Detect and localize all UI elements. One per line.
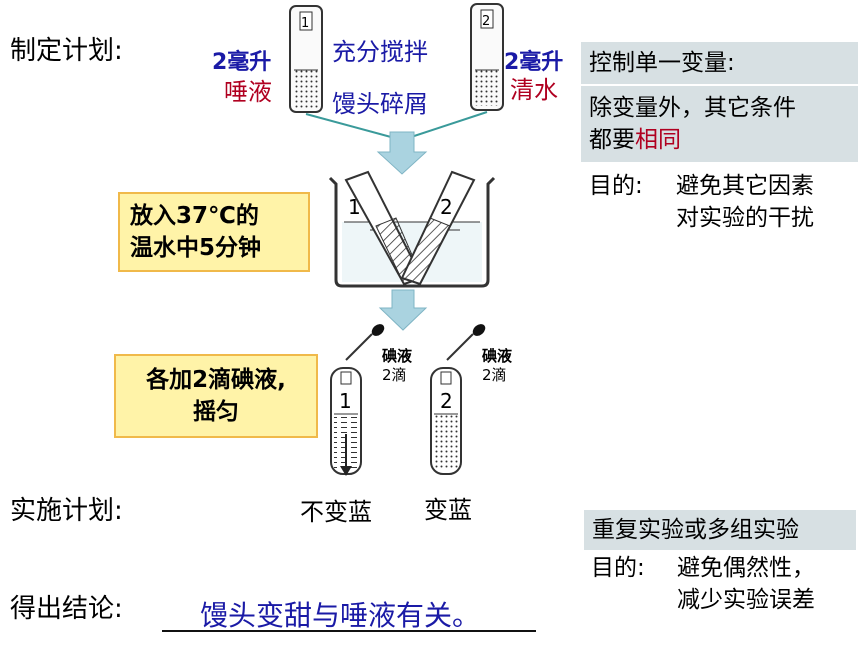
right-volume-label: 2毫升 [504,50,564,75]
drop-label-2-line1: 碘液 [482,347,513,365]
top-tube-1-number: 1 [301,16,309,31]
repeat-purpose-line-1: 避免偶然性， [677,555,815,581]
tube-2-result: 变蓝 [424,496,472,524]
water-bath-beaker-icon [328,170,496,288]
plan-heading: 制定计划: [10,36,123,66]
warm-step-line-1: 放入37℃的 [130,203,259,229]
iodine-step-line-2: 摇匀 [193,399,239,425]
drop-label-1-line1: 碘液 [382,347,413,365]
warm-step-line-2: 温水中5分钟 [130,235,262,261]
mix-label: 充分搅拌 [332,38,428,66]
tube-1-result: 不变蓝 [300,498,372,526]
control-purpose-line-1: 避免其它因素 [676,173,814,199]
repeat-purpose-line-2: 减少实验误差 [677,587,815,613]
conclusion-heading: 得出结论: [10,594,123,624]
control-line-2-prefix: 都要 [589,127,635,153]
left-volume-label: 2毫升 [212,50,272,75]
crumbs-label: 馒头碎屑 [332,90,428,118]
test-tube-2-icon [470,3,504,111]
iodine-step-box: 各加2滴碘液, 摇匀 [114,354,318,438]
drop-label-1-line2: 2滴 [382,366,407,384]
beaker-tube-1-number: 1 [348,195,361,219]
implement-heading: 实施计划: [10,496,123,526]
repeat-title: 重复实验或多组实验 [592,517,799,543]
repeat-title-box: 重复实验或多组实验 [584,510,856,550]
control-variable-title: 控制单一变量: [589,50,735,76]
connector-line-right [401,111,488,141]
control-line-2: 都要相同 [589,124,796,156]
control-variable-title-box: 控制单一变量: [581,42,858,84]
down-arrow-2-icon [378,289,428,331]
repeat-purpose-label: 目的: [591,555,645,581]
drop-label-2-line2: 2滴 [482,366,507,384]
iodine-tube-2-number: 2 [440,389,453,413]
connector-line-left [305,113,403,141]
beaker-tube-2-number: 2 [440,195,453,219]
control-line-1: 除变量外，其它条件 [589,95,796,121]
warm-water-step-box: 放入37℃的 温水中5分钟 [118,192,310,272]
iodine-step-line-1: 各加2滴碘液, [146,367,286,393]
iodine-tube-2-icon [430,324,486,475]
right-liquid-label: 清水 [510,76,558,104]
control-variable-body-box: 除变量外，其它条件 都要相同 [581,86,858,162]
test-tube-1-icon [289,5,323,113]
left-liquid-label: 唾液 [224,78,272,106]
control-purpose-line-2: 对实验的干扰 [676,205,814,231]
control-line-2-highlight: 相同 [635,127,681,153]
control-purpose-label: 目的: [589,173,643,199]
down-arrow-1-icon [376,131,428,175]
conclusion-text: 馒头变甜与唾液有关。 [200,599,481,632]
iodine-tube-1-icon [330,324,385,476]
iodine-tube-1-number: 1 [339,389,352,413]
top-tube-2-number: 2 [482,14,490,29]
